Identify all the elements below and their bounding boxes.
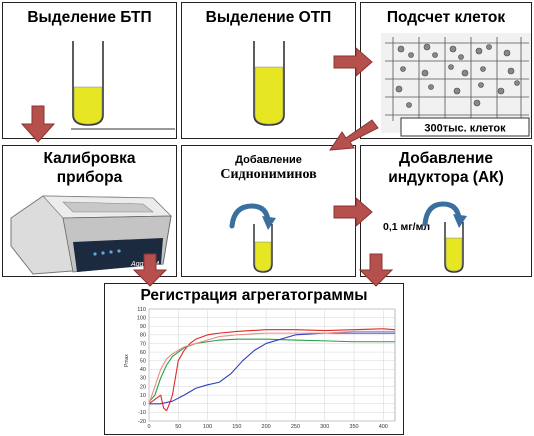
inductor-dose-label: 0,1 мг/мл — [383, 221, 430, 233]
y-tick-label: -20 — [138, 419, 146, 425]
y-tick-label: 70 — [140, 341, 146, 347]
series-line-4 — [148, 330, 395, 404]
series-line-1 — [148, 328, 396, 412]
step-calibration-box: Калибровка прибора AggRAM — [2, 145, 177, 277]
x-tick-label: 150 — [232, 424, 241, 430]
y-tick-label: 50 — [140, 358, 146, 364]
step-otp-box: Выделение ОТП — [181, 2, 356, 139]
y-tick-label: 60 — [140, 350, 146, 356]
cell-count-grid-icon: 300тыс. клеток — [381, 33, 531, 137]
y-tick-label: 40 — [140, 367, 146, 373]
cell-count-result: 300тыс. клеток — [424, 123, 506, 135]
step-inductor-box: Добавление индуктора (АК) 0,1 мг/мл — [360, 145, 532, 277]
x-tick-label: 350 — [349, 424, 358, 430]
x-tick-label: 0 — [147, 424, 150, 430]
y-tick-label: 0 — [143, 402, 146, 408]
step-inductor-title-line2: индуктора (АК) — [388, 169, 504, 186]
inductor-tube-icon: 0,1 мг/мл — [383, 201, 467, 273]
y-tick-label: 110 — [137, 307, 146, 313]
step-otp-title: Выделение ОТП — [205, 9, 332, 26]
step-registration-title: Регистрация агрегатограммы — [140, 287, 368, 304]
step-count-title: Подсчет клеток — [386, 9, 506, 26]
otp-test-tube-icon — [253, 41, 285, 126]
btp-test-tube-icon — [71, 41, 175, 130]
device-brand-label: AggRAM — [130, 261, 159, 268]
step-sidnonimin-box: Добавление Сиднониминов — [181, 145, 356, 277]
step-sidnonimin-title-line2: Сиднониминов — [220, 167, 317, 182]
x-tick-label: 250 — [291, 424, 300, 430]
step-calibration-title-line2: прибора — [56, 169, 123, 186]
sidnonimin-tube-icon — [229, 203, 276, 273]
x-tick-label: 100 — [203, 424, 212, 430]
aggregometer-device-icon: AggRAM — [10, 195, 172, 275]
y-tick-label: -10 — [138, 410, 146, 416]
y-tick-label: 10 — [140, 393, 146, 399]
y-tick-label: 20 — [140, 384, 146, 390]
x-tick-label: 400 — [379, 424, 388, 430]
aggregation-chart: Pmax 0 50 100 150 200 250 300 350 400 -20 -10 0 10 20… — [124, 307, 396, 430]
x-tick-label: 200 — [262, 424, 271, 430]
step-sidnonimin-title-line1: Добавление — [235, 154, 302, 166]
y-tick-label: 80 — [140, 333, 146, 339]
chart-background — [148, 308, 396, 422]
x-tick-label: 300 — [320, 424, 329, 430]
y-tick-label: 90 — [140, 324, 146, 330]
step-inductor-title-line1: Добавление — [399, 150, 493, 167]
y-tick-label: 30 — [140, 376, 146, 382]
step-count-box: Подсчет клеток 300тыс. клеток — [360, 2, 532, 139]
y-tick-label: 100 — [137, 315, 146, 321]
x-tick-label: 50 — [175, 424, 181, 430]
step-btp-title: Выделение БТП — [27, 9, 152, 26]
chart-ylabel: Pmax — [124, 354, 130, 367]
series-line-3 — [149, 332, 395, 405]
step-calibration-title-line1: Калибровка — [43, 150, 136, 167]
step-btp-box: Выделение БТП — [2, 2, 177, 139]
series-line-2 — [148, 338, 395, 403]
